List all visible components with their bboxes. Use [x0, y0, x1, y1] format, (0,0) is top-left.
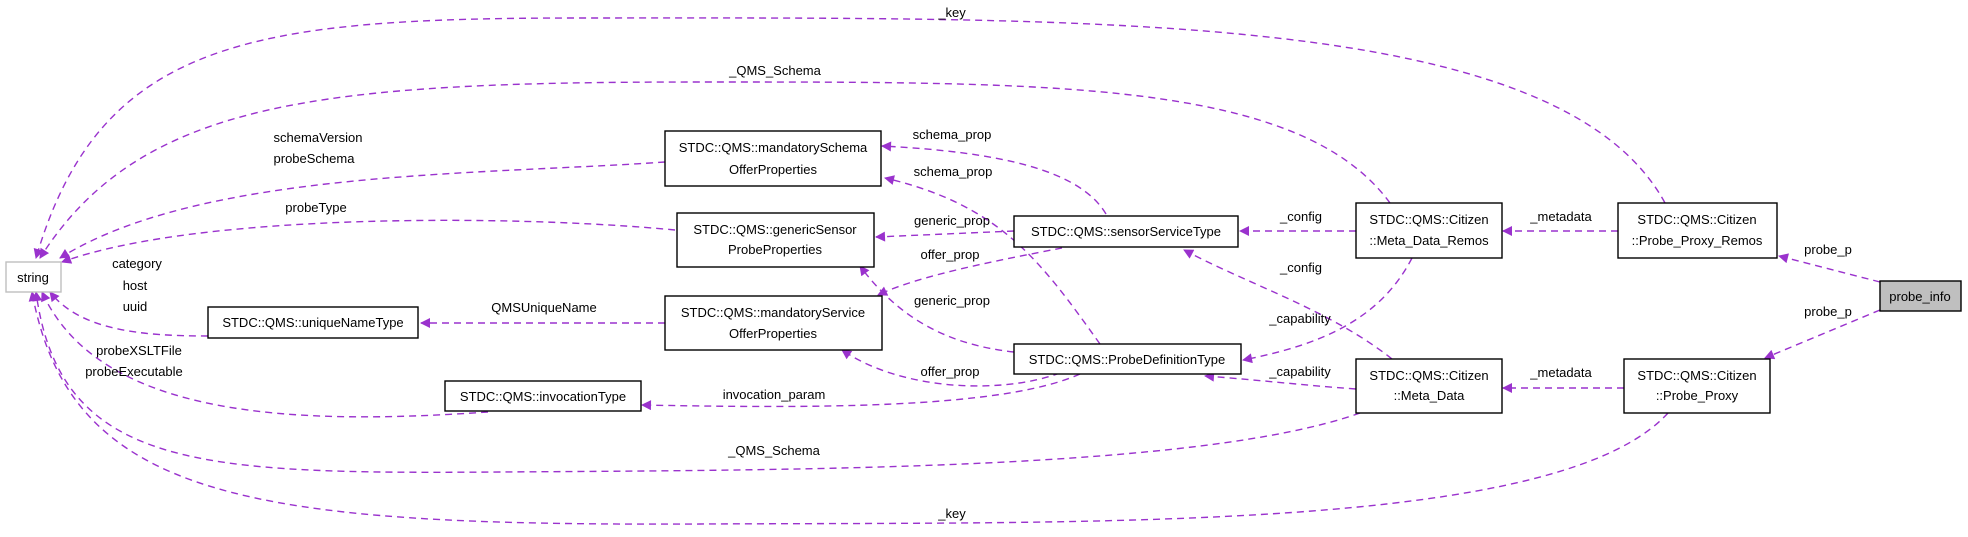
edge-probe-invocation — [641, 373, 1081, 411]
edge-qms-schema-top — [39, 81, 1391, 259]
node-string[interactable]: string — [5, 261, 62, 293]
node-mandatory-schema-label-1: STDC::QMS::mandatorySchema — [679, 140, 868, 155]
node-generic-sensor-label-2: ProbeProperties — [728, 242, 822, 257]
label-probe-p-2: probe_p — [1804, 304, 1852, 319]
edge-probe-info-proxy — [1764, 309, 1881, 360]
node-proxy-remos-label-2: ::Probe_Proxy_Remos — [1632, 233, 1763, 248]
label-schema-prop-1: schema_prop — [913, 127, 992, 142]
node-mandatory-service-label-1: STDC::QMS::mandatoryService — [681, 305, 865, 320]
node-mandatory-schema-label-2: OfferProperties — [729, 162, 817, 177]
node-probe-definition-type[interactable]: STDC::QMS::ProbeDefinitionType — [1013, 343, 1242, 375]
edge-key-top — [33, 17, 1666, 259]
edge-probe-mand-schema — [884, 175, 1101, 345]
edge-sensor-mand-schema — [881, 141, 1107, 215]
edge-invocation-string — [41, 291, 489, 418]
node-string-label: string — [17, 270, 49, 285]
edge-meta-sensor — [1183, 249, 1393, 360]
edge-schema-version — [59, 161, 666, 259]
label-metadata-2: _metadata — [1529, 365, 1592, 380]
label-key-top: _key — [937, 5, 966, 20]
node-unique-name-label: STDC::QMS::uniqueNameType — [222, 315, 403, 330]
label-key-bottom: _key — [937, 506, 966, 521]
label-schema-prop-2: schema_prop — [914, 164, 993, 179]
node-generic-sensor-label-1: STDC::QMS::genericSensor — [693, 222, 857, 237]
node-meta-remos-label-1: STDC::QMS::Citizen — [1369, 212, 1488, 227]
node-citizen-meta-data[interactable]: STDC::QMS::Citizen ::Meta_Data — [1355, 358, 1503, 414]
label-probe-type: probeType — [285, 200, 346, 215]
node-meta-data-label-2: ::Meta_Data — [1394, 388, 1466, 403]
node-mandatory-service-label-2: OfferProperties — [729, 326, 817, 341]
edge-probe-generic — [859, 265, 1015, 353]
node-proxy-label-2: ::Probe_Proxy — [1656, 388, 1739, 403]
node-citizen-probe-proxy[interactable]: STDC::QMS::Citizen ::Probe_Proxy — [1623, 358, 1771, 414]
edge-labels: _key _QMS_Schema schemaVersion probeSche… — [85, 5, 1852, 521]
node-proxy-label-1: STDC::QMS::Citizen — [1637, 368, 1756, 383]
node-sensor-service-type[interactable]: STDC::QMS::sensorServiceType — [1013, 215, 1239, 248]
label-generic-prop-1: generic_prop — [914, 213, 990, 228]
label-invocation-param: invocation_param — [723, 387, 826, 402]
label-probe-executable: probeExecutable — [85, 364, 183, 379]
edge-remos-probe — [1242, 257, 1413, 364]
node-mandatory-schema-offer-properties[interactable]: STDC::QMS::mandatorySchema OfferProperti… — [664, 130, 882, 187]
edges — [28, 17, 1881, 525]
edge-qms-schema-bottom — [32, 291, 1361, 473]
label-capability-2: _capability — [1268, 364, 1331, 379]
label-probe-schema: probeSchema — [274, 151, 356, 166]
label-qms-unique-name: QMSUniqueName — [491, 300, 597, 315]
nodes: string STDC::QMS::mandatorySchema OfferP… — [5, 130, 1962, 414]
node-invocation-type[interactable]: STDC::QMS::invocationType — [444, 380, 642, 412]
node-probe-definition-label: STDC::QMS::ProbeDefinitionType — [1029, 352, 1226, 367]
label-probe-p-1: probe_p — [1804, 242, 1852, 257]
node-sensor-service-label: STDC::QMS::sensorServiceType — [1031, 224, 1221, 239]
label-metadata-1: _metadata — [1529, 209, 1592, 224]
node-probe-info[interactable]: probe_info — [1879, 280, 1962, 312]
edge-probe-type — [61, 219, 676, 264]
node-unique-name-type[interactable]: STDC::QMS::uniqueNameType — [207, 306, 419, 339]
edge-meta-probe — [1204, 371, 1357, 390]
node-citizen-probe-proxy-remos[interactable]: STDC::QMS::Citizen ::Probe_Proxy_Remos — [1617, 202, 1778, 259]
label-config-2: _config — [1279, 260, 1322, 275]
node-mandatory-service-offer-properties[interactable]: STDC::QMS::mandatoryService OfferPropert… — [664, 295, 883, 351]
label-host: host — [123, 278, 148, 293]
label-offer-prop-1: offer_prop — [920, 247, 979, 262]
edge-probe-mand-service — [841, 349, 1061, 387]
edge-key-bottom — [28, 291, 1669, 525]
node-generic-sensor-probe-properties[interactable]: STDC::QMS::genericSensor ProbeProperties — [676, 212, 875, 268]
label-probe-xslt-file: probeXSLTFile — [96, 343, 182, 358]
node-invocation-label: STDC::QMS::invocationType — [460, 389, 626, 404]
edge-sensor-mand-service — [877, 247, 1063, 296]
node-probe-info-label: probe_info — [1889, 289, 1950, 304]
label-capability-1: _capability — [1268, 311, 1331, 326]
label-category: category — [112, 256, 162, 271]
node-meta-remos-label-2: ::Meta_Data_Remos — [1369, 233, 1489, 248]
label-config-1: _config — [1279, 209, 1322, 224]
label-offer-prop-2: offer_prop — [920, 364, 979, 379]
label-uuid: uuid — [123, 299, 148, 314]
label-generic-prop-2: generic_prop — [914, 293, 990, 308]
edge-probe-info-remos — [1778, 253, 1881, 283]
edge-sensor-generic — [875, 230, 1015, 242]
node-proxy-remos-label-1: STDC::QMS::Citizen — [1637, 212, 1756, 227]
label-schema-version: schemaVersion — [274, 130, 363, 145]
node-meta-data-label-1: STDC::QMS::Citizen — [1369, 368, 1488, 383]
node-citizen-meta-data-remos[interactable]: STDC::QMS::Citizen ::Meta_Data_Remos — [1355, 202, 1503, 259]
label-qms-schema-top: _QMS_Schema — [728, 63, 822, 78]
label-qms-schema-bottom: _QMS_Schema — [727, 443, 821, 458]
